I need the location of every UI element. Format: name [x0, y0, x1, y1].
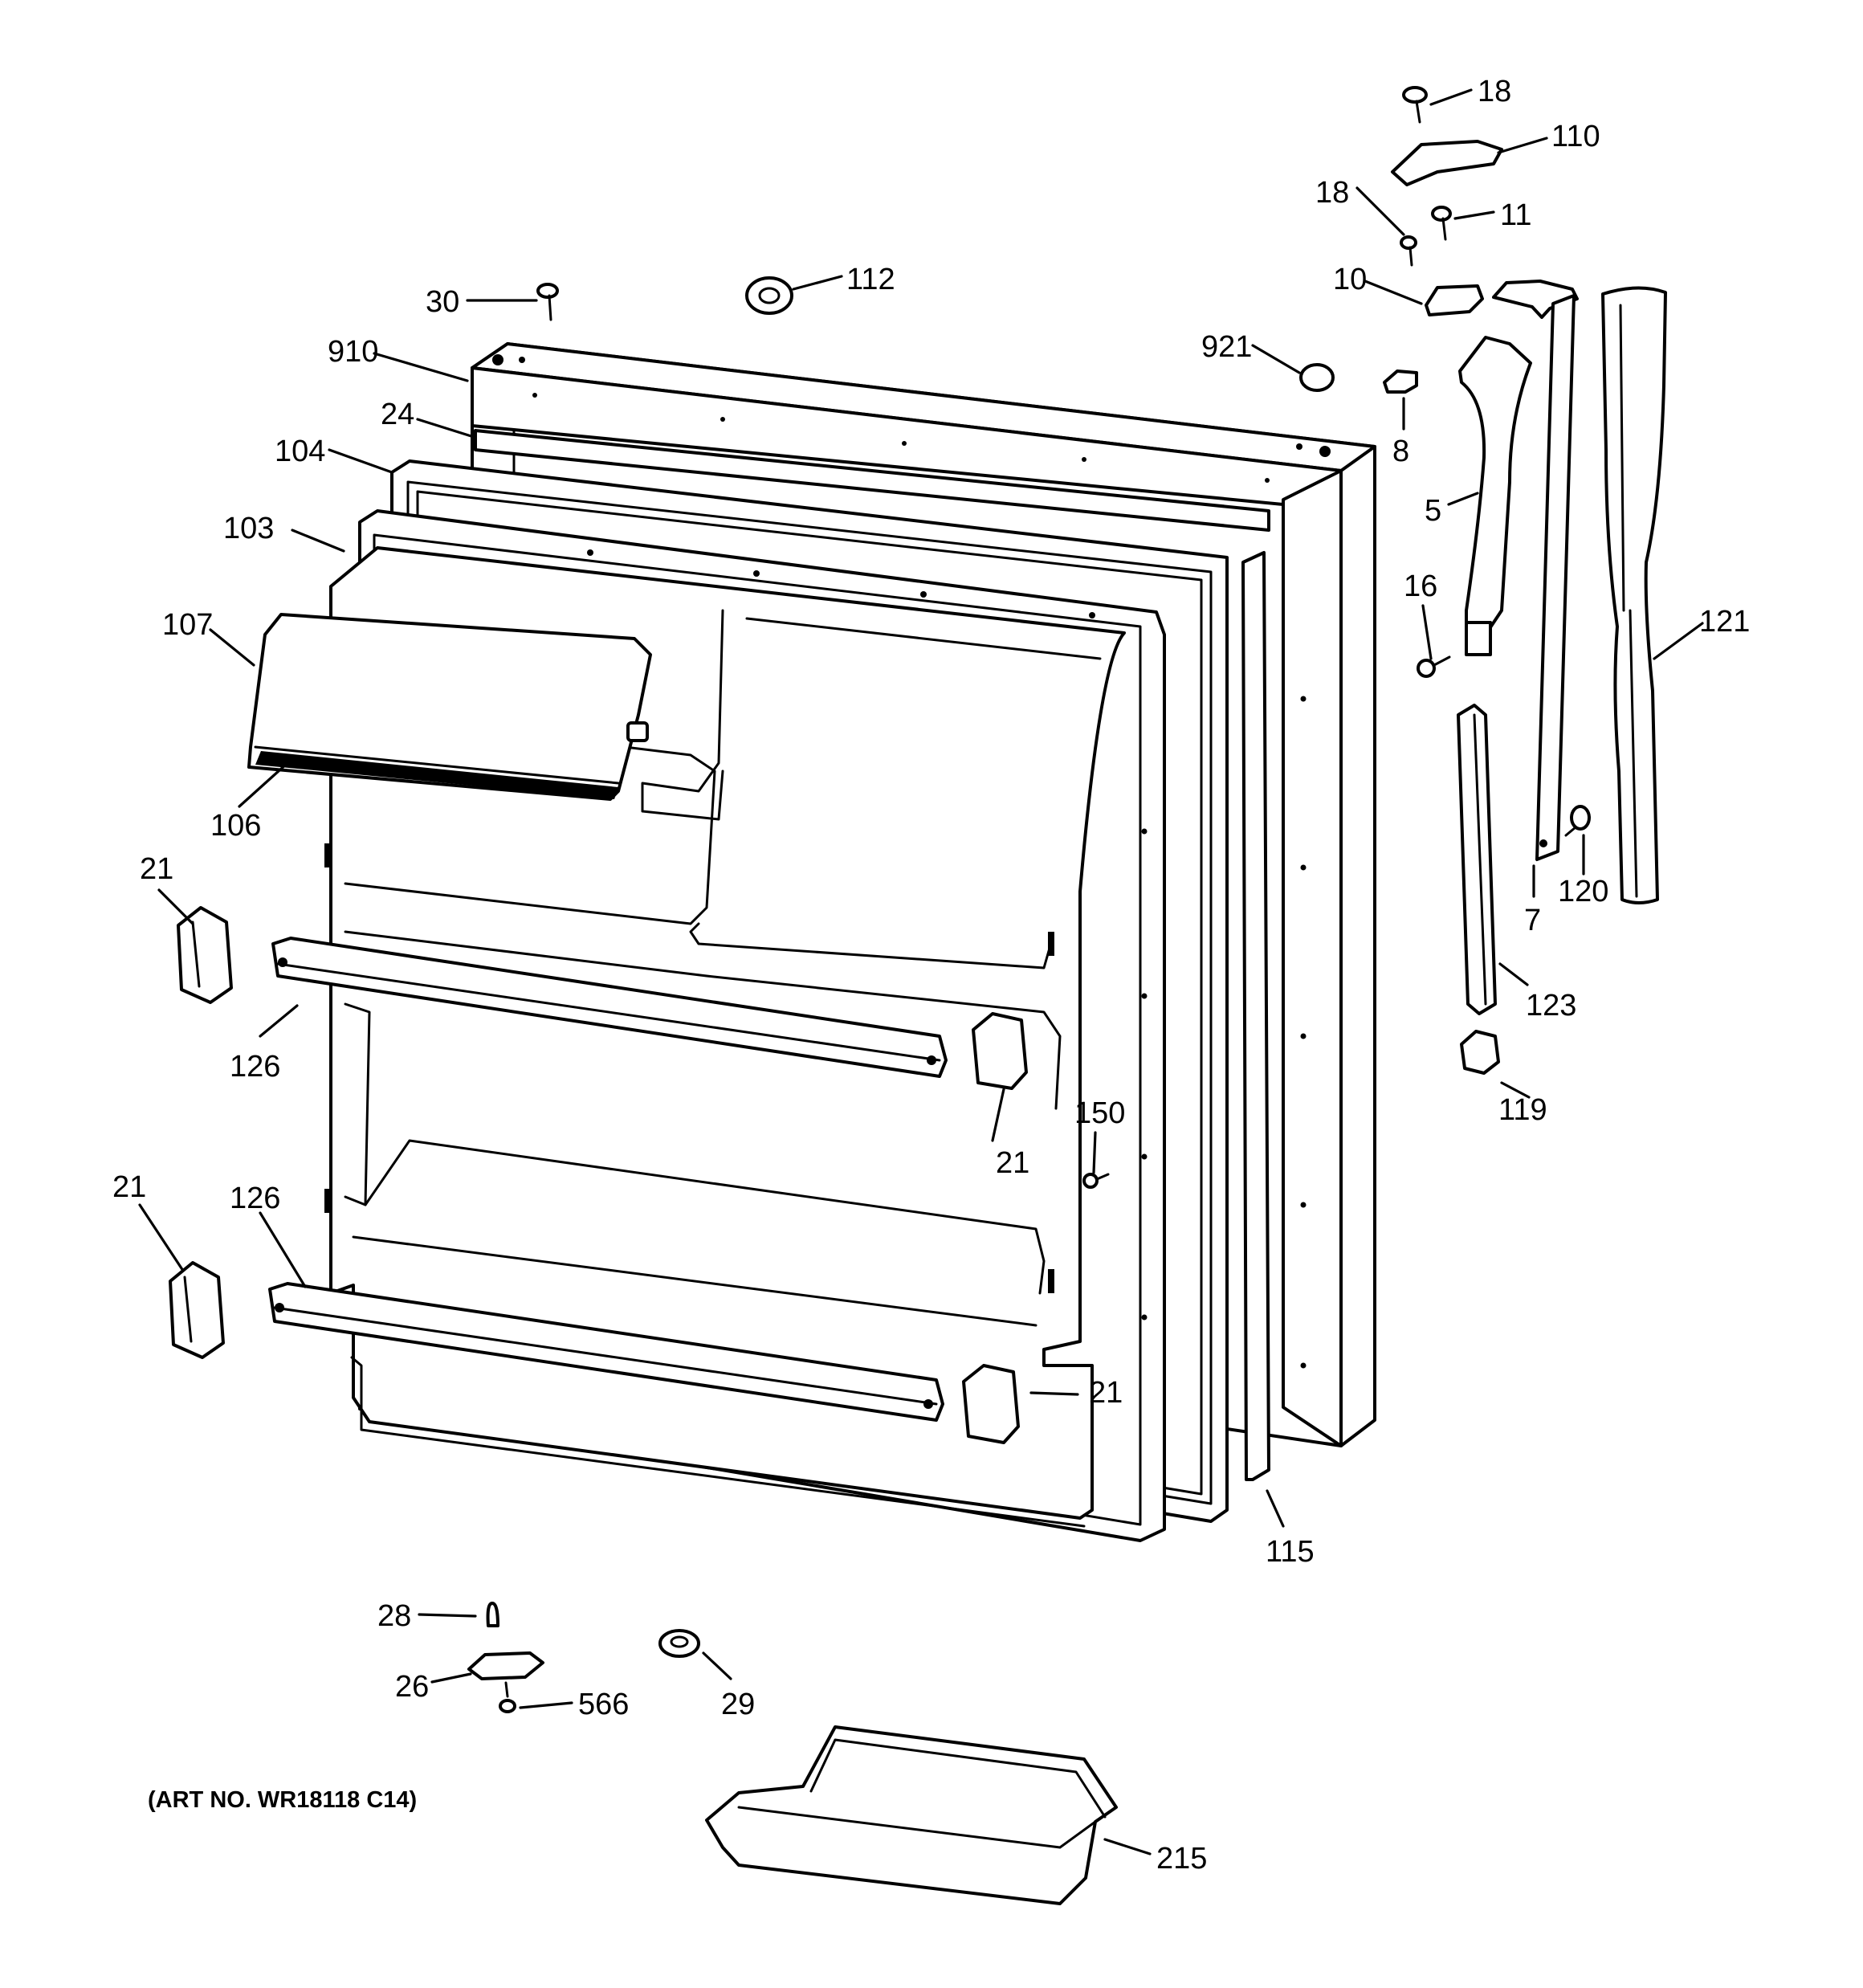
callout-5: 5: [1425, 494, 1441, 528]
callout-120: 120: [1558, 875, 1608, 908]
screw-18-lower: [1400, 235, 1417, 267]
callout-24: 24: [381, 398, 414, 431]
handle-mount-5: [1458, 336, 1532, 656]
callout-115: 115: [1266, 1535, 1315, 1569]
callout-112: 112: [846, 263, 895, 296]
callout-150: 150: [1074, 1096, 1125, 1130]
callout-21-lower-right: 21: [1089, 1376, 1123, 1410]
callout-21-upper-left: 21: [140, 852, 173, 886]
callout-26: 26: [395, 1670, 429, 1704]
button-112: [745, 276, 793, 315]
callout-119: 119: [1498, 1093, 1547, 1127]
callout-11: 11: [1500, 198, 1531, 232]
breaker-strip: [474, 429, 1270, 532]
callout-16: 16: [1404, 569, 1437, 603]
end-cap-119: [1460, 1030, 1500, 1075]
screw-11: [1431, 206, 1452, 241]
pin-28: [486, 1602, 499, 1627]
callout-103: 103: [223, 512, 274, 545]
shelf-end-cap-upper-right: [972, 1012, 1028, 1090]
handle-insert-123: [1457, 704, 1497, 1015]
callout-566: 566: [578, 1688, 629, 1721]
art-number: (ART NO. WR18118 C14): [148, 1787, 417, 1813]
callout-215: 215: [1156, 1842, 1207, 1876]
screw-120: [1564, 805, 1591, 837]
callout-29: 29: [721, 1688, 755, 1721]
callout-21-lower-left: 21: [112, 1170, 146, 1204]
callout-7: 7: [1524, 904, 1541, 937]
hinge-shim-8: [1383, 369, 1418, 394]
shelf-end-cap-lower-left: [169, 1261, 225, 1359]
callout-126-lower: 126: [230, 1182, 280, 1215]
handle-bracket-7: [1492, 280, 1579, 861]
callout-121: 121: [1699, 605, 1750, 639]
door-bin-215: [705, 1725, 1118, 1905]
dairy-door: [247, 613, 652, 801]
callout-labels: 18 110 18 11 10 30 112 910 921 8 24 104 …: [112, 75, 1750, 1876]
callout-28: 28: [377, 1599, 411, 1633]
callout-126-upper: 126: [230, 1050, 280, 1084]
screw-30: [536, 283, 559, 321]
door-shelf-bar-lower: [268, 1282, 944, 1422]
handle-121: [1601, 286, 1667, 904]
callout-30: 30: [426, 285, 459, 319]
callout-104: 104: [275, 435, 325, 468]
hinge-bracket-10: [1425, 284, 1484, 316]
trim-strip: [1241, 551, 1270, 1481]
callout-21-upper-right: 21: [996, 1146, 1029, 1180]
callout-8: 8: [1392, 435, 1409, 468]
hinge-plate-26: [467, 1651, 544, 1680]
grommet-29: [658, 1629, 700, 1658]
callout-106: 106: [210, 809, 261, 843]
shelf-end-cap-upper-left: [177, 906, 233, 1004]
plug-921: [1299, 363, 1335, 392]
callout-910: 910: [328, 335, 378, 369]
screw-150: [1082, 1173, 1110, 1189]
shelf-end-cap-lower-right: [962, 1364, 1020, 1444]
callout-18-lower: 18: [1315, 176, 1349, 210]
leader-lines: [138, 88, 1704, 1855]
screw-18-top: [1402, 86, 1428, 124]
door-shelf-bar-upper: [271, 937, 948, 1078]
screw-566: [499, 1681, 516, 1713]
hinge-cover: [1391, 140, 1503, 186]
callout-921: 921: [1201, 330, 1252, 364]
callout-107: 107: [162, 608, 213, 642]
callout-10: 10: [1333, 263, 1367, 296]
callout-123: 123: [1526, 989, 1576, 1023]
callout-110: 110: [1551, 120, 1600, 153]
screw-16: [1417, 655, 1451, 678]
callout-18-top: 18: [1478, 75, 1511, 108]
